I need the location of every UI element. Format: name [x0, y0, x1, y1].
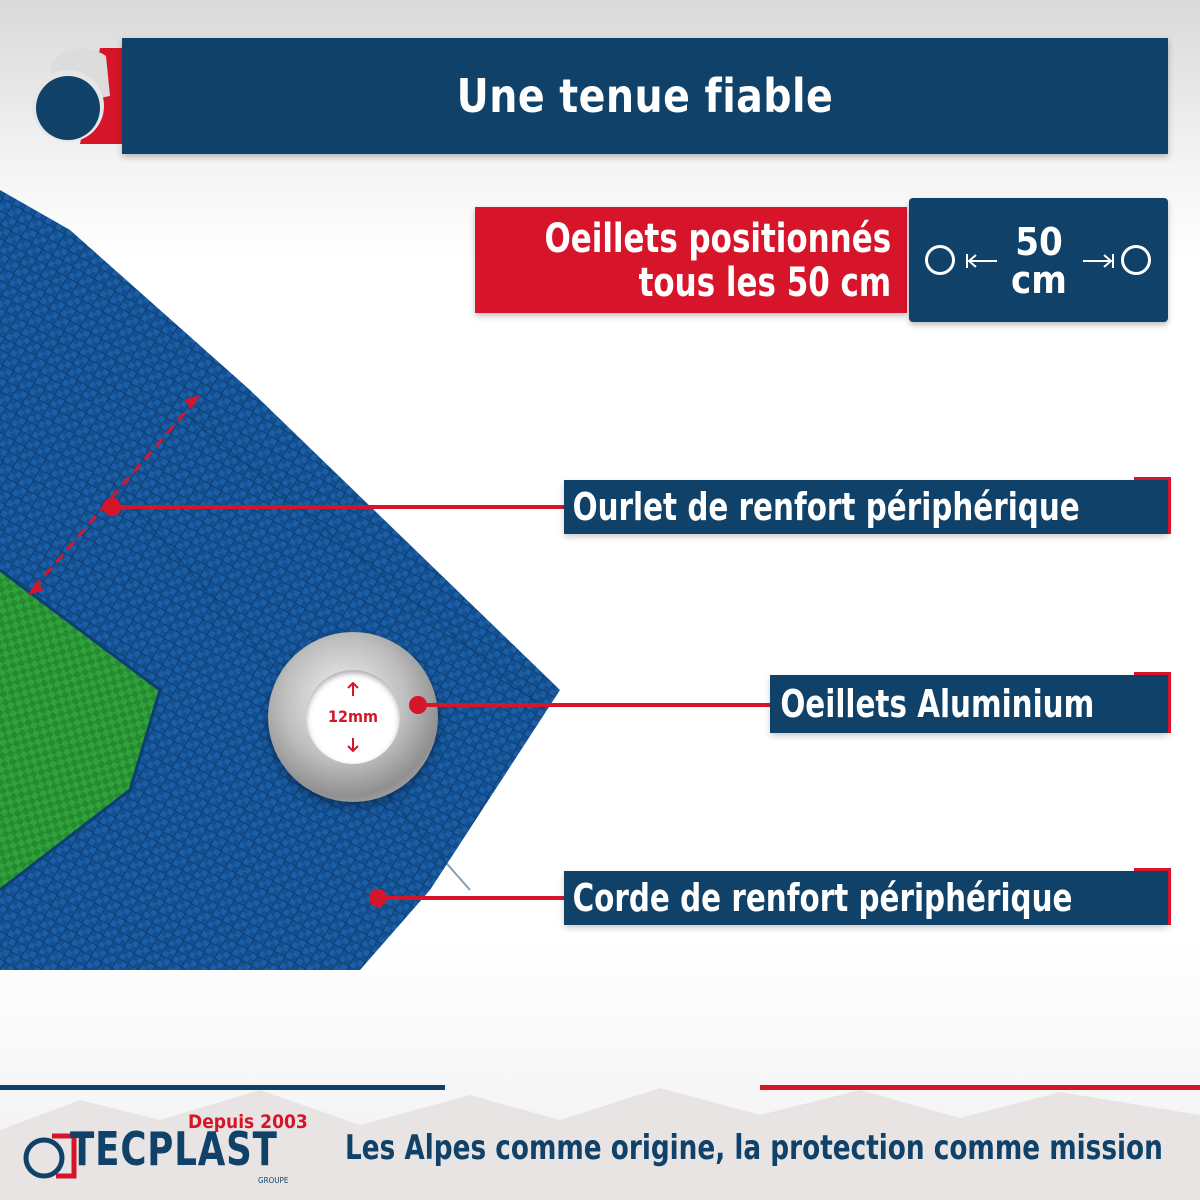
- eyelet-circle-icon: [1121, 245, 1151, 275]
- spacing-callout: Oeillets positionnés tous les 50 cm: [475, 207, 907, 313]
- tarp-illustration: [0, 190, 560, 970]
- spacing-line-1: Oeillets positionnés: [544, 216, 891, 262]
- brand-since: Depuis 2003: [188, 1111, 308, 1133]
- feature-label-eyelets: Oeillets Aluminium: [770, 672, 1171, 733]
- footer-divider-right: [760, 1085, 1200, 1090]
- mountains-backdrop: [0, 1088, 1200, 1200]
- footer-divider-left: [0, 1085, 445, 1090]
- footer-slogan: Les Alpes comme origine, la protection c…: [345, 1128, 1163, 1168]
- distance-unit: cm: [1011, 258, 1067, 302]
- eyelet-hole: 12mm: [306, 670, 400, 764]
- arrow-right-icon: [1083, 254, 1114, 268]
- arrow-left-icon: [966, 254, 997, 268]
- label-corner-accent: [1134, 672, 1171, 733]
- feature-label-rope: Corde de renfort périphérique: [564, 868, 1171, 925]
- feature-label-text: Oeillets Aluminium: [780, 682, 1095, 726]
- brand-logo-icon: [23, 1133, 77, 1179]
- brand-group: GROUPE: [258, 1176, 289, 1185]
- eyelet-diameter-label: 12mm: [327, 707, 379, 726]
- feature-label-text: Ourlet de renfort périphérique: [572, 485, 1080, 529]
- spacing-line-2: tous les 50 cm: [638, 260, 891, 306]
- distance-value: 50: [1015, 220, 1063, 264]
- feature-label-text: Corde de renfort périphérique: [572, 876, 1073, 920]
- eyelet: 12mm: [268, 632, 438, 802]
- page-title: Une tenue fiable: [456, 69, 834, 123]
- spacing-text: Oeillets positionnés tous les 50 cm: [544, 217, 891, 305]
- title-bar: Une tenue fiable: [122, 38, 1168, 154]
- feature-label-hem: Ourlet de renfort périphérique: [564, 477, 1171, 534]
- distance-diagram: 50 cm: [909, 198, 1168, 322]
- label-corner-accent: [1134, 868, 1171, 925]
- diameter-arrows-icon: [347, 682, 359, 752]
- roll-logo-icon: [32, 48, 132, 144]
- eyelet-circle-icon: [925, 245, 955, 275]
- label-corner-accent: [1134, 477, 1171, 534]
- brand-name: TECPLAST: [70, 1122, 278, 1176]
